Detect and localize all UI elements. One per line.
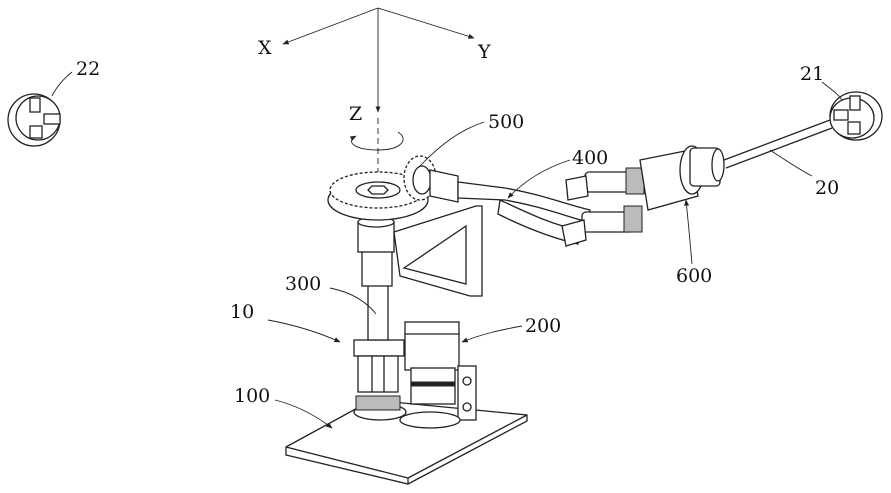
leader-100 [275,400,332,428]
y-axis-line [378,8,474,38]
label-600: 600 [676,265,712,287]
chuck-21 [830,92,882,140]
z-axis-label: Z [349,103,362,125]
label-400: 400 [572,147,608,169]
coordinate-axes: X Y Z [258,8,491,182]
rotation-arrow [352,132,404,150]
x-axis-label: X [258,37,272,59]
label-20: 20 [815,177,839,199]
label-21: 21 [800,63,824,85]
leader-10 [268,320,340,342]
x-axis-line [283,8,378,44]
label-10: 10 [230,301,254,323]
leader-20 [770,150,812,176]
support-bracket [394,206,482,296]
label-500: 500 [488,111,524,133]
vertical-column [358,217,394,340]
leader-600 [686,200,692,264]
label-200: 200 [525,315,561,337]
leader-200 [462,326,522,342]
label-300: 300 [285,273,321,295]
y-axis-label: Y [477,41,491,63]
chuck-22 [8,94,60,146]
label-100: 100 [234,385,270,407]
gripper-head [562,120,832,246]
leader-500 [420,122,484,166]
label-22: 22 [76,58,100,80]
leader-22 [52,72,72,96]
